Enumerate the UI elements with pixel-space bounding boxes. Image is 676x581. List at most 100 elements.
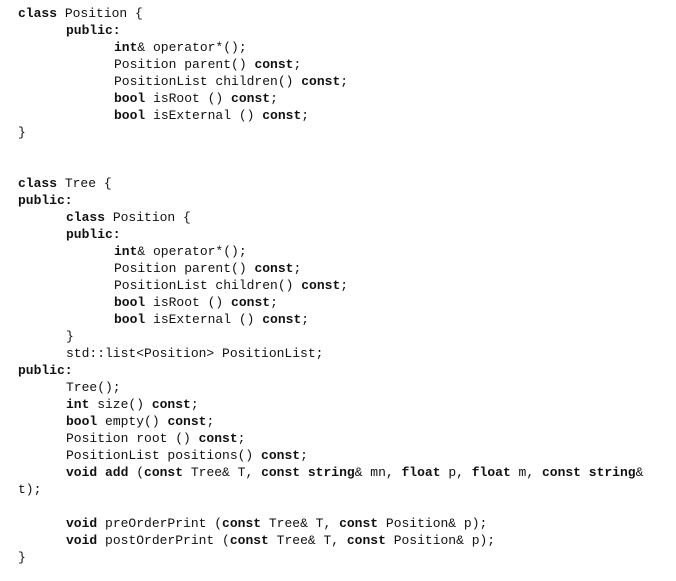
code-identifier: Position <box>64 6 136 21</box>
code-line <box>0 498 676 515</box>
code-line <box>0 141 676 158</box>
code-identifier: ; <box>301 108 310 123</box>
code-keyword: bool <box>114 295 146 310</box>
code-keyword: bool <box>114 91 146 106</box>
code-line: PositionList children() const; <box>0 73 676 90</box>
code-identifier: ; <box>206 414 215 429</box>
code-identifier: Position parent() <box>114 57 255 72</box>
code-identifier: } <box>66 329 74 344</box>
code-identifier: Tree& T, <box>268 533 347 548</box>
code-keyword: bool <box>66 414 98 429</box>
code-identifier: { <box>183 210 191 225</box>
code-line <box>0 158 676 175</box>
code-keyword: public: <box>66 227 121 242</box>
code-line: void add (const Tree& T, const string& m… <box>0 464 676 481</box>
code-keyword: int <box>114 244 138 259</box>
code-identifier: Position& p); <box>378 516 488 531</box>
code-identifier: & operator*(); <box>137 40 247 55</box>
code-keyword: const string <box>541 465 636 480</box>
code-keyword: const <box>222 516 262 531</box>
code-keyword: void <box>66 516 98 531</box>
code-keyword: void add <box>66 465 137 480</box>
code-identifier: isExternal () <box>145 108 263 123</box>
code-keyword: class <box>66 210 113 225</box>
code-identifier: std::list<Position> PositionList; <box>66 346 324 361</box>
code-keyword: const <box>254 57 294 72</box>
code-line: Position root () const; <box>0 430 676 447</box>
code-keyword: const <box>151 397 191 412</box>
code-line: } <box>0 124 676 141</box>
code-identifier: PositionList children() <box>114 74 302 89</box>
code-line: public: <box>0 192 676 209</box>
code-identifier: ( <box>136 465 145 480</box>
code-identifier: Tree& T, <box>261 516 340 531</box>
code-identifier: ; <box>190 397 199 412</box>
code-identifier: isRoot () <box>145 91 232 106</box>
code-keyword: const <box>301 278 341 293</box>
code-keyword: const string <box>261 465 355 480</box>
code-keyword: const <box>144 465 184 480</box>
code-line: PositionList positions() const; <box>0 447 676 464</box>
code-identifier: isRoot () <box>145 295 232 310</box>
code-identifier: PositionList positions() <box>66 448 262 463</box>
code-identifier: & mn, <box>354 465 402 480</box>
code-line: bool isExternal () const; <box>0 311 676 328</box>
code-line: class Position { <box>0 209 676 226</box>
code-keyword: public: <box>18 363 73 378</box>
code-keyword: float <box>401 465 441 480</box>
code-identifier: Position root () <box>66 431 199 446</box>
code-identifier: Position parent() <box>114 261 255 276</box>
code-identifier: Tree <box>64 176 104 191</box>
code-line: class Position { <box>0 0 676 22</box>
code-line: int& operator*(); <box>0 243 676 260</box>
code-identifier: Tree(); <box>66 380 121 395</box>
code-keyword: bool <box>114 108 146 123</box>
code-line: PositionList children() const; <box>0 277 676 294</box>
code-keyword: const <box>198 431 238 446</box>
code-identifier: } <box>18 125 26 140</box>
code-keyword: int <box>114 40 138 55</box>
code-identifier: empty() <box>97 414 168 429</box>
code-identifier: preOrderPrint ( <box>97 516 223 531</box>
code-keyword: class <box>18 6 65 21</box>
code-identifier: ; <box>340 74 349 89</box>
code-identifier: p, <box>440 465 472 480</box>
code-identifier: ; <box>270 295 278 310</box>
code-identifier: ; <box>293 57 302 72</box>
code-line: } <box>0 328 676 345</box>
code-keyword: const <box>262 108 302 123</box>
code-identifier: ; <box>270 91 278 106</box>
code-identifier: & <box>635 465 644 480</box>
code-line: public: <box>0 22 676 39</box>
code-identifier: & operator*(); <box>137 244 247 259</box>
code-keyword: class <box>18 176 65 191</box>
code-identifier: PositionList children() <box>114 278 302 293</box>
code-keyword: void <box>66 533 98 548</box>
code-identifier: postOrderPrint ( <box>97 533 230 548</box>
code-identifier: ; <box>237 431 246 446</box>
code-identifier: ; <box>293 261 302 276</box>
code-line: Position parent() const; <box>0 260 676 277</box>
code-identifier: } <box>18 550 26 565</box>
code-keyword: const <box>231 295 271 310</box>
code-identifier: Position& p); <box>385 533 496 548</box>
code-keyword: public: <box>66 23 121 38</box>
code-identifier: { <box>103 176 112 191</box>
code-identifier: isExternal () <box>145 312 263 327</box>
code-line: std::list<Position> PositionList; <box>0 345 676 362</box>
code-line: bool empty() const; <box>0 413 676 430</box>
code-line: bool isRoot () const; <box>0 90 676 107</box>
code-line: bool isExternal () const; <box>0 107 676 124</box>
code-line: void preOrderPrint (const Tree& T, const… <box>0 515 676 532</box>
code-keyword: bool <box>114 312 146 327</box>
code-line: Tree(); <box>0 379 676 396</box>
code-keyword: public: <box>18 193 73 208</box>
code-line: public: <box>0 226 676 243</box>
code-line: void postOrderPrint (const Tree& T, cons… <box>0 532 676 549</box>
code-line: int& operator*(); <box>0 39 676 56</box>
code-line: int size() const; <box>0 396 676 413</box>
code-line: t); <box>0 481 676 498</box>
code-line: bool isRoot () const; <box>0 294 676 311</box>
code-line: Position parent() const; <box>0 56 676 73</box>
